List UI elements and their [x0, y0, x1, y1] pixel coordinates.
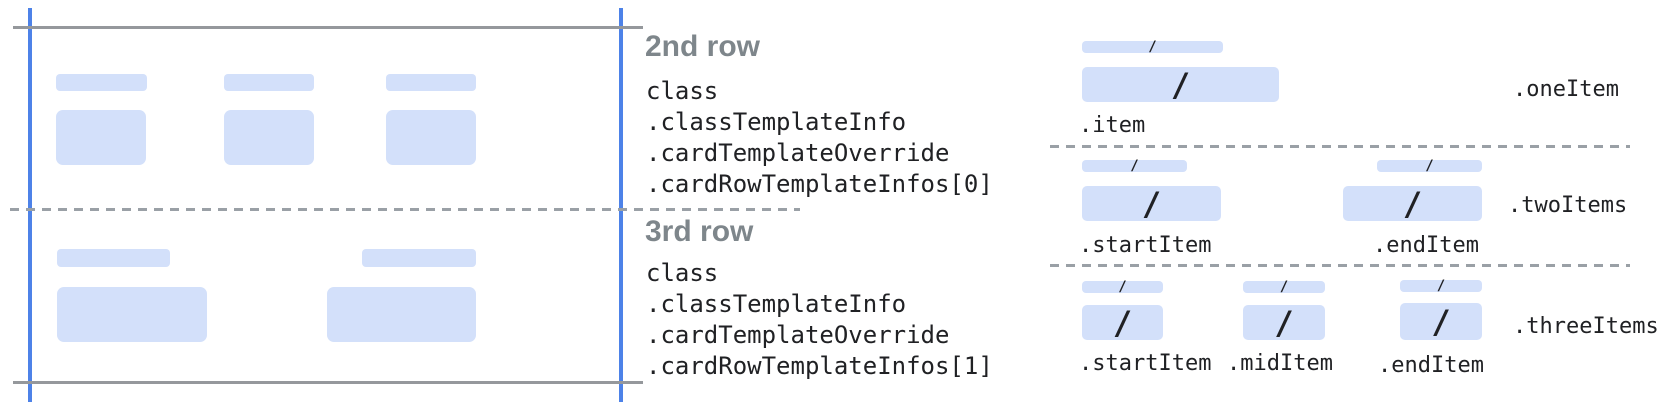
slash-icon: / — [1148, 39, 1157, 55]
mid-item-field-label: .midItem — [1227, 351, 1333, 376]
end-item-value-bar: / — [1400, 303, 1482, 340]
card-top-edge-guide — [13, 26, 643, 29]
placeholder-block — [327, 287, 476, 342]
placeholder-label-bar — [362, 249, 476, 267]
slash-icon: / — [1279, 279, 1289, 295]
code-line: class — [646, 259, 719, 287]
mid-item-value-bar: / — [1243, 305, 1325, 340]
slash-icon: / — [1130, 158, 1139, 174]
code-line: .classTemplateInfo — [646, 108, 907, 136]
card-bottom-edge-guide — [13, 381, 643, 384]
placeholder-label-bar — [224, 74, 314, 91]
end-item-field-label: .endItem — [1373, 233, 1479, 258]
row3-heading: 3rd row — [645, 215, 754, 248]
row2-code-block: class .classTemplateInfo .cardTemplateOv… — [646, 76, 993, 200]
code-line: .cardRowTemplateInfos[0] — [646, 170, 993, 198]
slash-icon: / — [1274, 303, 1294, 342]
row3-code-block: class .classTemplateInfo .cardTemplateOv… — [646, 258, 993, 382]
card-left-edge-guide — [28, 8, 32, 402]
slash-icon: / — [1436, 278, 1446, 294]
placeholder-label-bar — [386, 74, 476, 91]
mid-item-label-bar: / — [1243, 279, 1325, 295]
end-item-label-bar: / — [1400, 278, 1482, 294]
end-item-label-bar: / — [1377, 158, 1482, 174]
row2-heading: 2nd row — [645, 30, 761, 63]
start-item-value-bar: / — [1082, 186, 1221, 221]
item-label-bar: / — [1082, 39, 1223, 55]
layout-divider-dashed-line — [1050, 145, 1630, 148]
placeholder-label-bar — [56, 74, 147, 91]
end-item-field-label: .endItem — [1378, 353, 1484, 378]
slash-icon: / — [1112, 303, 1133, 342]
slash-icon: / — [1170, 65, 1191, 104]
code-line: .cardTemplateOverride — [646, 321, 950, 349]
row-divider-dashed-line — [10, 208, 800, 211]
slash-icon: / — [1425, 158, 1434, 174]
code-line: .classTemplateInfo — [646, 290, 907, 318]
start-item-field-label: .startItem — [1079, 351, 1212, 376]
start-item-label-bar: / — [1082, 158, 1187, 174]
item-field-label: .item — [1079, 113, 1146, 138]
placeholder-block — [224, 110, 314, 165]
slash-icon: / — [1118, 279, 1127, 295]
three-items-layout-label: .threeItems — [1513, 314, 1659, 339]
start-item-label-bar: / — [1082, 279, 1163, 295]
start-item-field-label: .startItem — [1079, 233, 1212, 258]
item-value-bar: / — [1082, 67, 1279, 102]
layout-divider-dashed-line — [1050, 264, 1630, 267]
placeholder-label-bar — [57, 249, 170, 267]
slash-icon: / — [1141, 184, 1162, 223]
placeholder-block — [386, 110, 476, 165]
one-item-layout-label: .oneItem — [1513, 77, 1619, 102]
code-line: .cardRowTemplateInfos[1] — [646, 352, 993, 380]
start-item-value-bar: / — [1082, 305, 1163, 340]
card-right-edge-guide — [619, 8, 623, 402]
code-line: .cardTemplateOverride — [646, 139, 950, 167]
placeholder-block — [56, 110, 146, 165]
slash-icon: / — [1431, 302, 1451, 341]
end-item-value-bar: / — [1343, 186, 1482, 221]
slash-icon: / — [1402, 184, 1423, 223]
placeholder-block — [57, 287, 207, 342]
two-items-layout-label: .twoItems — [1508, 193, 1628, 218]
code-line: class — [646, 77, 719, 105]
